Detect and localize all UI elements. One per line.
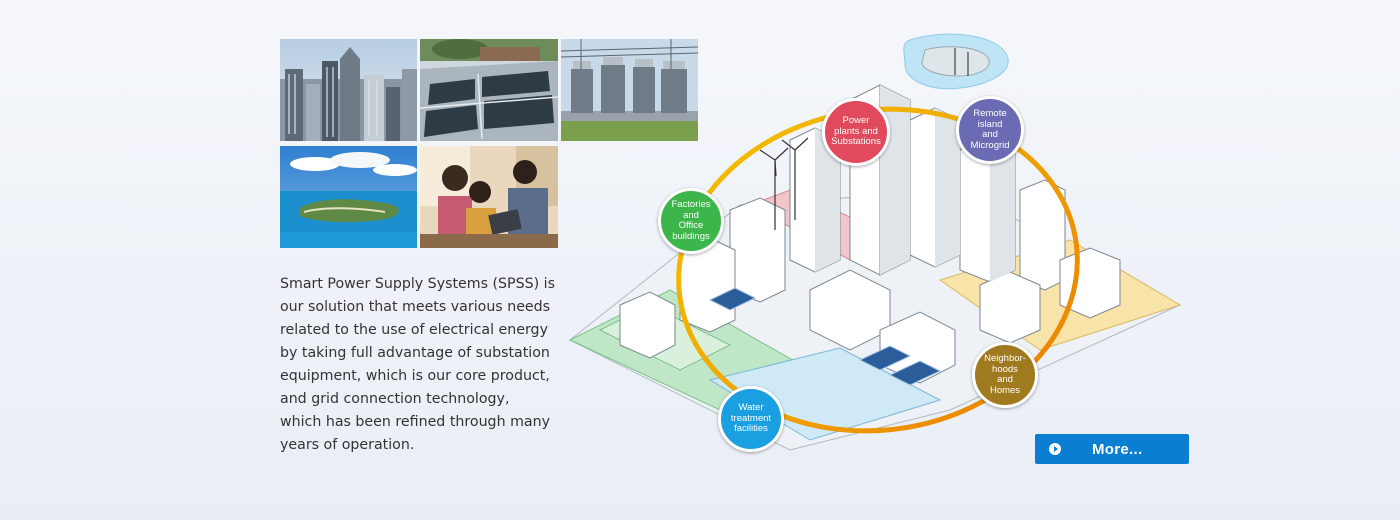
bubble-power-plants[interactable]: Power plants and Substations xyxy=(822,98,890,166)
bubble-water-treatment[interactable]: Water treatment facilities xyxy=(718,386,784,452)
bubble-factories[interactable]: Factories and Office buildings xyxy=(658,188,724,254)
spss-description: Smart Power Supply Systems (SPSS) is our… xyxy=(280,276,555,453)
bubble-remote-island[interactable]: Remote island and Microgrid xyxy=(956,96,1024,164)
island-photo xyxy=(280,146,417,248)
play-circle-icon xyxy=(1049,443,1061,455)
more-button-label: More... xyxy=(1092,440,1143,458)
bubble-neighborhoods[interactable]: Neighbor- hoods and Homes xyxy=(972,342,1038,408)
smart-grid-illustration: Power plants and Substations Remote isla… xyxy=(560,30,1190,460)
family-tablet-photo xyxy=(420,146,558,248)
substation-photo xyxy=(561,39,698,141)
city-skyline-photo xyxy=(280,39,417,141)
water-treatment-photo xyxy=(420,39,558,141)
more-button[interactable]: More... xyxy=(1035,434,1189,464)
photo-grid xyxy=(280,39,700,249)
